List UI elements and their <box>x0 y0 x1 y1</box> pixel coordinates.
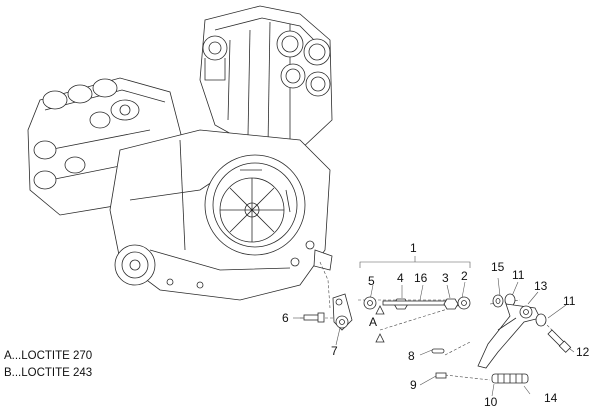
part-5-joint <box>363 296 377 310</box>
loctite-marker-a <box>375 305 385 315</box>
callout-5: 5 <box>368 274 375 288</box>
callout-2: 2 <box>461 269 468 283</box>
callout-7: 7 <box>331 344 338 358</box>
callout-12: 12 <box>576 345 590 359</box>
callout-9: 9 <box>410 378 417 392</box>
callout-10: 10 <box>484 395 498 409</box>
part-15-washer <box>492 294 504 308</box>
callout-labels: 1 2 3 4 5 6 7 8 9 10 11 11 12 13 14 15 1… <box>282 241 590 409</box>
callout-13: 13 <box>534 279 548 293</box>
part-2-joint <box>457 296 471 310</box>
legend-loctite-243: B...LOCTITE 243 <box>4 367 93 379</box>
callout-11-upper: 11 <box>512 268 525 282</box>
part-16-rod <box>382 300 448 306</box>
callout-14: 14 <box>544 391 558 405</box>
callout-15: 15 <box>491 260 505 274</box>
part-10-footrest <box>491 373 529 384</box>
part-9-screw <box>435 372 447 379</box>
loctite-marker-b <box>375 333 385 343</box>
legend-loctite-270: A...LOCTITE 270 <box>4 350 93 362</box>
callout-1: 1 <box>410 241 417 255</box>
part-12-bolt <box>547 329 572 353</box>
marker-a-label: A <box>369 315 377 329</box>
part-13-pedal <box>477 303 541 369</box>
callout-6: 6 <box>282 311 289 325</box>
callout-11-right: 11 <box>563 294 576 308</box>
part-8-pin <box>431 348 445 354</box>
part-6-bolt <box>303 312 325 323</box>
callout-8: 8 <box>408 349 415 363</box>
callout-4: 4 <box>397 271 404 285</box>
leader-lines <box>293 256 575 397</box>
engine-illustration <box>27 5 333 301</box>
gearshift-parts <box>303 293 572 384</box>
part-7-lever <box>332 293 353 331</box>
callout-16: 16 <box>414 271 428 285</box>
callout-3: 3 <box>442 271 449 285</box>
part-3-nut <box>443 298 459 310</box>
part-11-bush-right <box>535 313 547 327</box>
